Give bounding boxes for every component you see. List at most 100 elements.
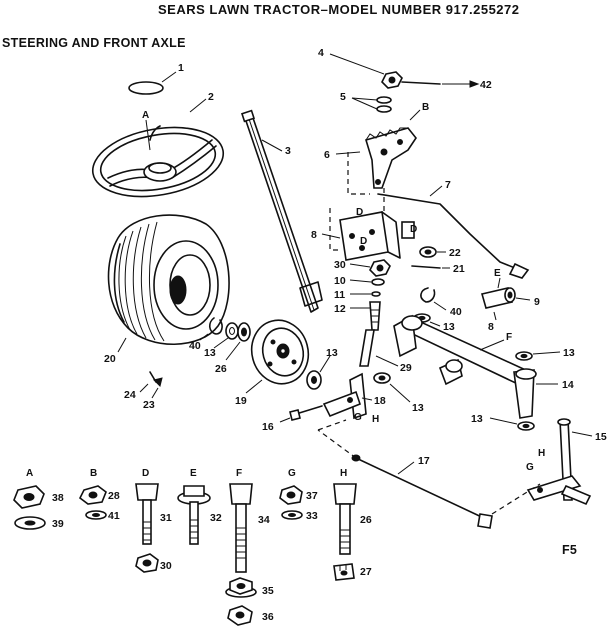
figure-id: F5: [562, 543, 577, 557]
ref-letter-D-3: D: [410, 224, 417, 235]
flange-nut-35: [225, 577, 257, 598]
callout-9: 9: [534, 296, 540, 308]
callout-15: 15: [595, 431, 607, 443]
callout-17: 17: [418, 455, 430, 467]
key-part-35: 35: [262, 585, 274, 597]
front-tire: [107, 214, 230, 353]
ref-letter-F-axle: F: [506, 332, 512, 343]
callout-40-hub: 40: [189, 340, 201, 352]
bushing-9: [480, 277, 531, 321]
key-letter-A: A: [26, 468, 33, 479]
callout-13-inner: 13: [326, 347, 338, 359]
key-part-41: 41: [108, 510, 120, 522]
lock-nut-28: [78, 485, 107, 505]
callout-8: 8: [311, 229, 317, 241]
spindle-arm-29: [359, 329, 399, 367]
key-part-27: 27: [360, 566, 372, 578]
callout-40-center: 40: [450, 306, 462, 318]
valve-stem: [139, 371, 163, 399]
flange-bolt-32: [177, 485, 211, 545]
key-letter-E: E: [190, 468, 197, 479]
ref-letter-G-spindle: G: [354, 412, 362, 423]
key-letter-D: D: [142, 468, 149, 479]
wheel-rim: [245, 319, 310, 394]
key-letter-G: G: [288, 468, 296, 479]
ref-letter-E: E: [494, 268, 501, 279]
bolt-34: [229, 483, 253, 573]
castle-nut-27: [333, 563, 355, 581]
lock-washer-41: [85, 510, 107, 520]
callout-5: 5: [340, 91, 346, 103]
retaining-ring-40: [420, 287, 447, 311]
bolt-31: [135, 483, 159, 545]
callout-14: 14: [562, 379, 574, 391]
section-title: STEERING AND FRONT AXLE: [2, 36, 186, 50]
callout-13-spindle: 13: [412, 402, 424, 414]
callout-16: 16: [262, 421, 274, 433]
callout-22: 22: [449, 247, 461, 259]
key-part-34: 34: [258, 514, 270, 526]
callout-7: 7: [445, 179, 451, 191]
bolt-12: [350, 301, 381, 331]
shoulder-bolt-26: [333, 483, 357, 555]
key-part-28: 28: [108, 490, 120, 502]
hub-bearing-26: [225, 322, 251, 361]
screw-42: [401, 80, 480, 88]
nut-30: [349, 259, 391, 277]
key-part-32: 32: [210, 512, 222, 524]
callout-18: 18: [374, 395, 386, 407]
dashed-guide-tierod: [317, 429, 357, 459]
washer-10: [349, 278, 385, 286]
nut-30-key: [135, 553, 159, 573]
dashed-guide-spindle: [317, 419, 347, 431]
callout-20: 20: [104, 353, 116, 365]
flat-washer-39: [14, 516, 46, 530]
ref-letter-D-1: D: [356, 207, 363, 218]
ref-letter-B: B: [422, 102, 429, 113]
callout-23: 23: [143, 399, 155, 411]
key-letter-F: F: [236, 468, 242, 479]
steering-shaft: [241, 109, 323, 313]
callout-24: 24: [124, 389, 136, 401]
dashed-guide-8: [329, 208, 340, 251]
washer-13-inner: [306, 355, 331, 390]
washer-13-lower-right: [489, 417, 535, 431]
washer-13-spindle: [373, 372, 411, 403]
dashed-guide-6: [347, 152, 370, 195]
hex-nut-38: [13, 485, 45, 509]
washer-33: [281, 510, 303, 520]
callout-12: 12: [334, 303, 346, 315]
hub-washer-13: [213, 322, 239, 349]
washer-22: [419, 246, 446, 258]
front-axle: [393, 314, 558, 419]
bolt-16: [279, 405, 323, 423]
key-part-26: 26: [360, 514, 372, 526]
ref-letter-A: A: [142, 110, 149, 121]
callout-11: 11: [334, 289, 345, 301]
callout-9-sub-label: 8: [488, 321, 494, 333]
spindle-18: [322, 372, 373, 420]
key-part-38: 38: [52, 492, 64, 504]
callout-13-center: 13: [443, 321, 455, 333]
key-part-37: 37: [306, 490, 318, 502]
key-letter-H: H: [340, 468, 347, 479]
right-spindle: [526, 418, 593, 506]
callout-3: 3: [285, 145, 291, 157]
lock-nut-37: [279, 485, 303, 505]
callout-21: 21: [453, 263, 465, 275]
key-letter-B: B: [90, 468, 97, 479]
callout-13-right: 13: [563, 347, 575, 359]
callout-29: 29: [400, 362, 412, 374]
key-part-33: 33: [306, 510, 318, 522]
ref-letter-H-spindle: H: [372, 414, 379, 425]
callout-26-hub: 26: [215, 363, 227, 375]
drag-link: [377, 185, 530, 279]
callout-4: 4: [318, 47, 324, 59]
key-part-31: 31: [160, 512, 172, 524]
callout-13-hub: 13: [204, 347, 216, 359]
washer-11: [350, 291, 381, 297]
callout-1: 1: [178, 62, 184, 74]
key-part-39: 39: [52, 518, 64, 530]
callout-30: 30: [334, 259, 346, 271]
